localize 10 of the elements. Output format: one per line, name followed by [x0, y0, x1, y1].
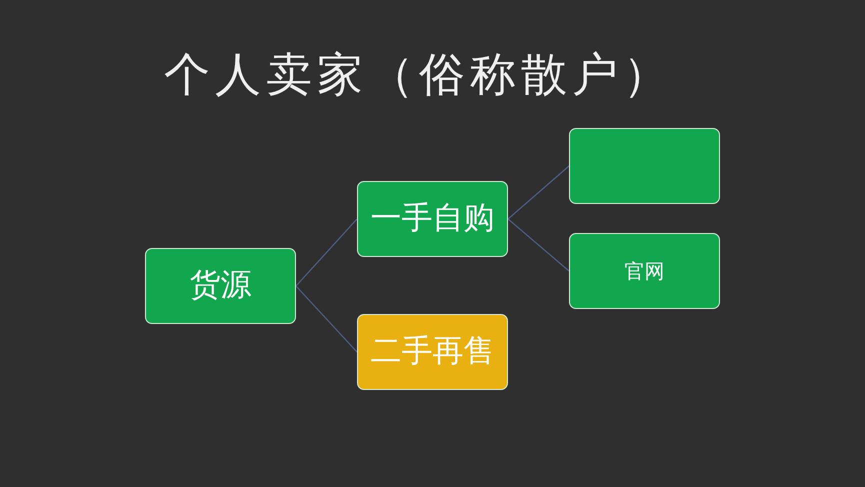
connector-line	[296, 286, 358, 352]
topic-box: 官网	[569, 233, 720, 309]
title: 个人卖家（俗称散户）	[164, 46, 674, 103]
topic-box	[569, 128, 720, 204]
topic-box: 一手自购	[357, 181, 508, 257]
connector-line	[508, 166, 570, 220]
connector-line	[508, 218, 570, 272]
connector-line	[296, 218, 358, 286]
topic-box: 货源	[145, 248, 296, 324]
topic-box: 二手再售	[357, 314, 508, 390]
